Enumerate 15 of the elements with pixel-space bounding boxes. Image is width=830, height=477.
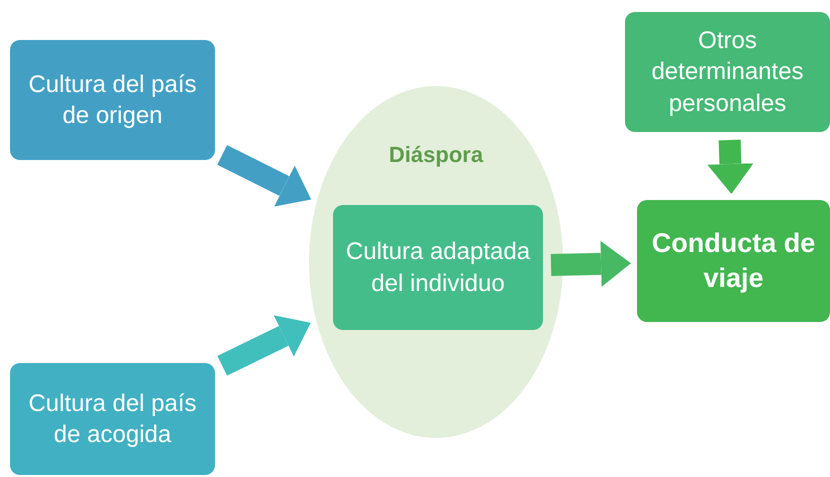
process-box	[625, 12, 830, 132]
box-label: Cultura adaptada del individuo	[344, 237, 532, 298]
block-arrow	[217, 145, 312, 207]
process-box	[333, 205, 543, 330]
process-box	[637, 200, 830, 322]
block-arrow	[707, 140, 754, 194]
box-label: Otros determinantes personales	[650, 26, 805, 119]
process-box	[10, 40, 215, 160]
group-title: Diáspora	[388, 142, 484, 168]
process-box	[10, 363, 215, 475]
block-arrow	[217, 315, 311, 376]
block-arrow	[550, 240, 631, 287]
box-label: Cultura del país de origen	[27, 70, 198, 131]
box-label: Conducta de viaje	[650, 226, 816, 295]
box-label: Cultura del país de acogida	[27, 388, 198, 450]
